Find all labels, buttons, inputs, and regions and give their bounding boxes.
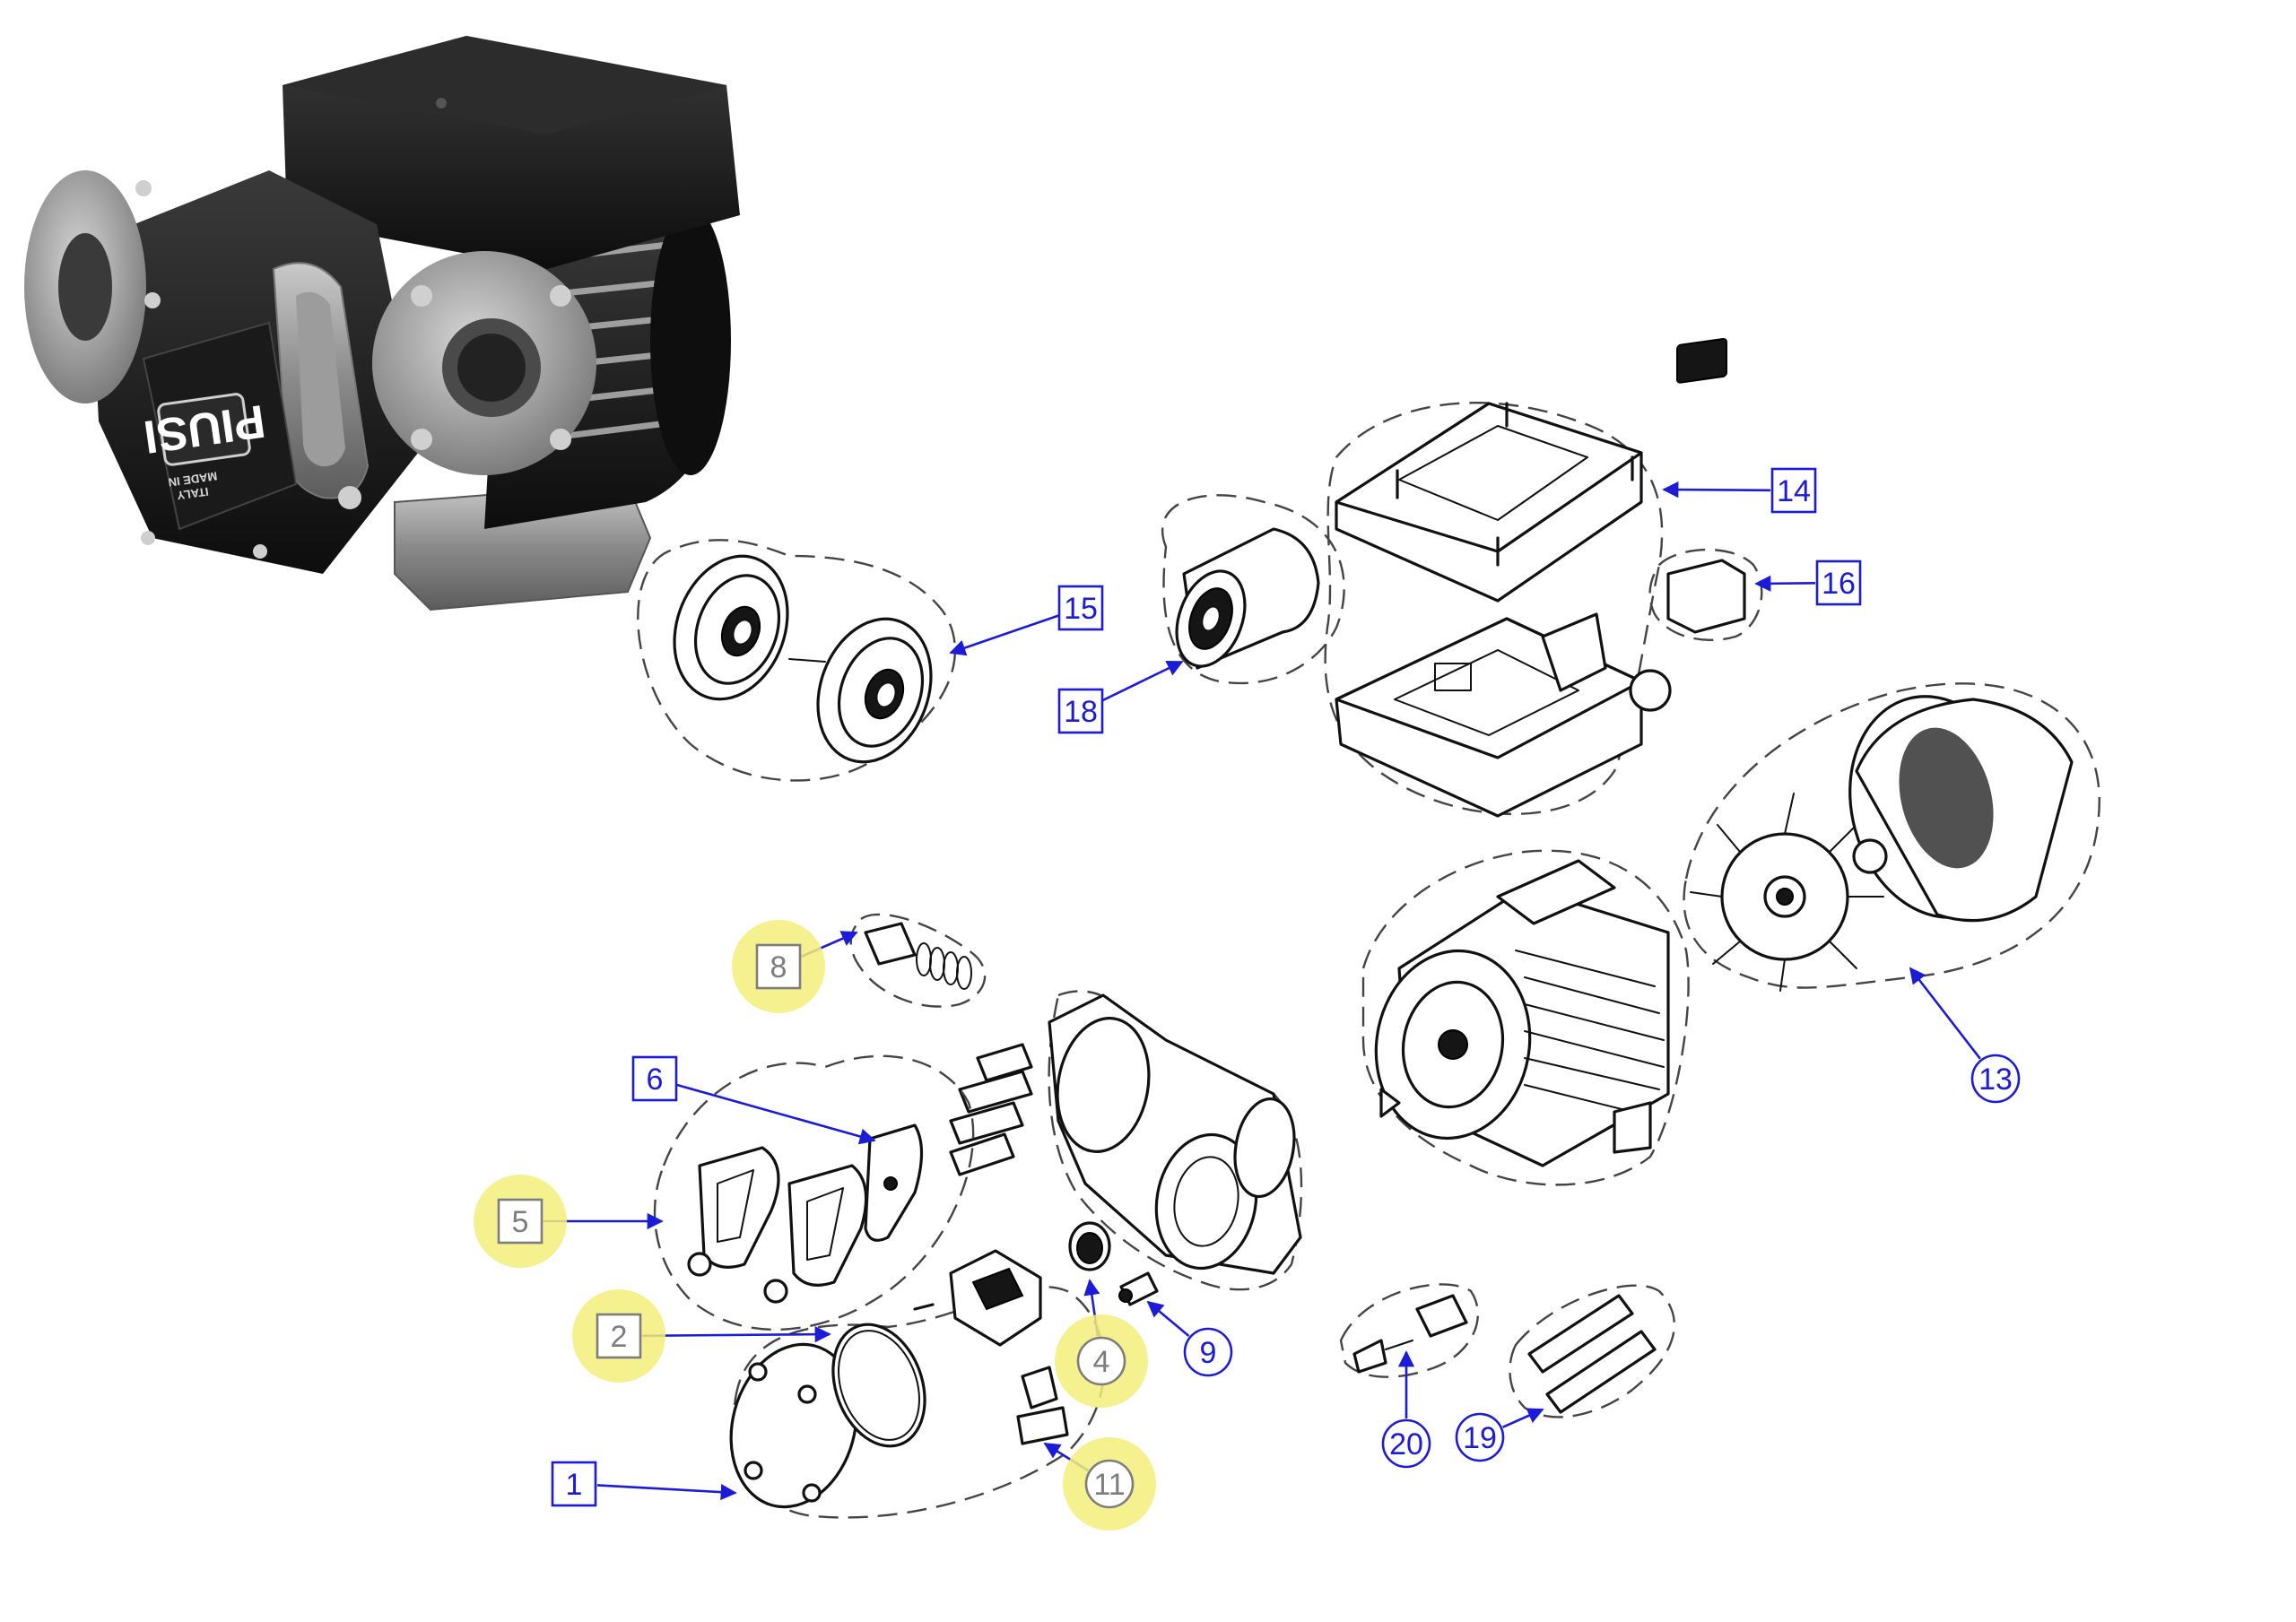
callout-box-8 <box>755 943 802 990</box>
callout-20: 20 <box>1381 1418 1431 1469</box>
o-ring <box>831 1323 926 1448</box>
pump-housing <box>1048 990 1303 1291</box>
callout-2: 2 <box>572 1289 665 1383</box>
valve-left <box>687 1146 780 1277</box>
leader-line-19 <box>1502 1408 1544 1428</box>
shafts-group <box>1509 1284 1676 1418</box>
leader-line-13 <box>1909 967 1981 1060</box>
callout-11: 11 <box>1063 1437 1156 1531</box>
leader-line-1 <box>596 1484 737 1501</box>
cable-gland-group <box>1339 1283 1480 1378</box>
callout-18: 18 <box>1057 688 1104 734</box>
callout-number-6: 6 <box>647 1063 664 1097</box>
cover-rotor-group <box>729 1249 1106 1519</box>
fan <box>1690 793 1884 992</box>
callout-number-8: 8 <box>770 950 787 984</box>
vanes <box>949 1043 1033 1176</box>
leader-line-16 <box>1754 575 1816 592</box>
leader-line-18 <box>1100 660 1184 702</box>
callout-number-9: 9 <box>1200 1336 1217 1370</box>
capacitor-group <box>1161 494 1345 685</box>
callout-box-2 <box>596 1313 642 1359</box>
callout-13: 13 <box>1970 1054 2021 1104</box>
bearing-right <box>816 617 933 764</box>
callout-14: 14 <box>1770 467 1817 514</box>
callout-number-14: 14 <box>1777 474 1811 508</box>
leader-line-2 <box>641 1326 831 1343</box>
callout-9: 9 <box>1183 1327 1233 1377</box>
motor-body <box>1361 849 1690 1186</box>
bearing-left <box>673 554 826 701</box>
callout-circle-9 <box>1183 1327 1233 1377</box>
callout-15: 15 <box>1057 585 1104 631</box>
callout-box-5 <box>497 1198 544 1245</box>
fan-cover <box>1848 695 2074 923</box>
callout-19: 19 <box>1455 1412 1505 1462</box>
callout-circle-19 <box>1455 1412 1505 1462</box>
callout-number-19: 19 <box>1463 1421 1497 1455</box>
callout-box-15 <box>1057 585 1104 631</box>
screw-part <box>1118 1271 1159 1306</box>
callout-number-16: 16 <box>1822 567 1856 601</box>
callout-circle-11 <box>1084 1459 1135 1509</box>
fan-cover-group <box>1683 682 2100 992</box>
leader-line-15 <box>949 614 1059 656</box>
callout-box-14 <box>1770 467 1817 514</box>
callout-labels: 1 2 4 5 6 8 9 11 13 14 15 16 18 19 20 <box>474 467 2021 1531</box>
small-part <box>1016 1366 1069 1445</box>
bearings-group <box>637 539 957 782</box>
callout-box-18 <box>1057 688 1104 734</box>
callout-circle-20 <box>1381 1418 1431 1469</box>
callout-number-1: 1 <box>566 1468 583 1502</box>
terminal-box-group <box>1324 402 1672 818</box>
callout-box-6 <box>631 1055 678 1102</box>
callout-circle-13 <box>1970 1054 2021 1104</box>
leader-line-9 <box>1146 1300 1190 1338</box>
svg-text:ITALY: ITALY <box>176 485 209 503</box>
callout-6: 6 <box>631 1055 678 1102</box>
valve-right <box>763 1164 868 1304</box>
callout-box-16 <box>1815 559 1862 606</box>
callout-number-5: 5 <box>512 1205 529 1239</box>
callout-8: 8 <box>732 920 825 1013</box>
callout-number-4: 4 <box>1093 1345 1110 1379</box>
relief-spring-group <box>849 913 987 1008</box>
plug-part <box>1068 1221 1111 1271</box>
leader-line-6 <box>676 1083 876 1145</box>
callout-number-13: 13 <box>1979 1063 2013 1097</box>
callout-number-11: 11 <box>1093 1468 1125 1502</box>
callout-1: 1 <box>551 1461 597 1507</box>
callout-4: 4 <box>1055 1314 1148 1408</box>
callout-number-2: 2 <box>611 1320 628 1354</box>
callout-16: 16 <box>1815 559 1862 606</box>
switch-group <box>1648 337 1763 642</box>
bypass-valve-group <box>653 1054 975 1331</box>
callout-box-1 <box>551 1461 597 1507</box>
callout-number-20: 20 <box>1389 1427 1423 1462</box>
callout-5: 5 <box>474 1175 567 1268</box>
pump-product-photo: PIUSI MADE IN ITALY <box>24 36 740 612</box>
callout-number-18: 18 <box>1064 695 1098 729</box>
callout-number-15: 15 <box>1064 592 1098 626</box>
leader-lines <box>544 481 1981 1501</box>
rotor <box>913 1249 1042 1347</box>
valve-plate <box>864 1123 924 1242</box>
pump-cover <box>729 1342 858 1509</box>
callout-circle-4 <box>1076 1336 1126 1386</box>
